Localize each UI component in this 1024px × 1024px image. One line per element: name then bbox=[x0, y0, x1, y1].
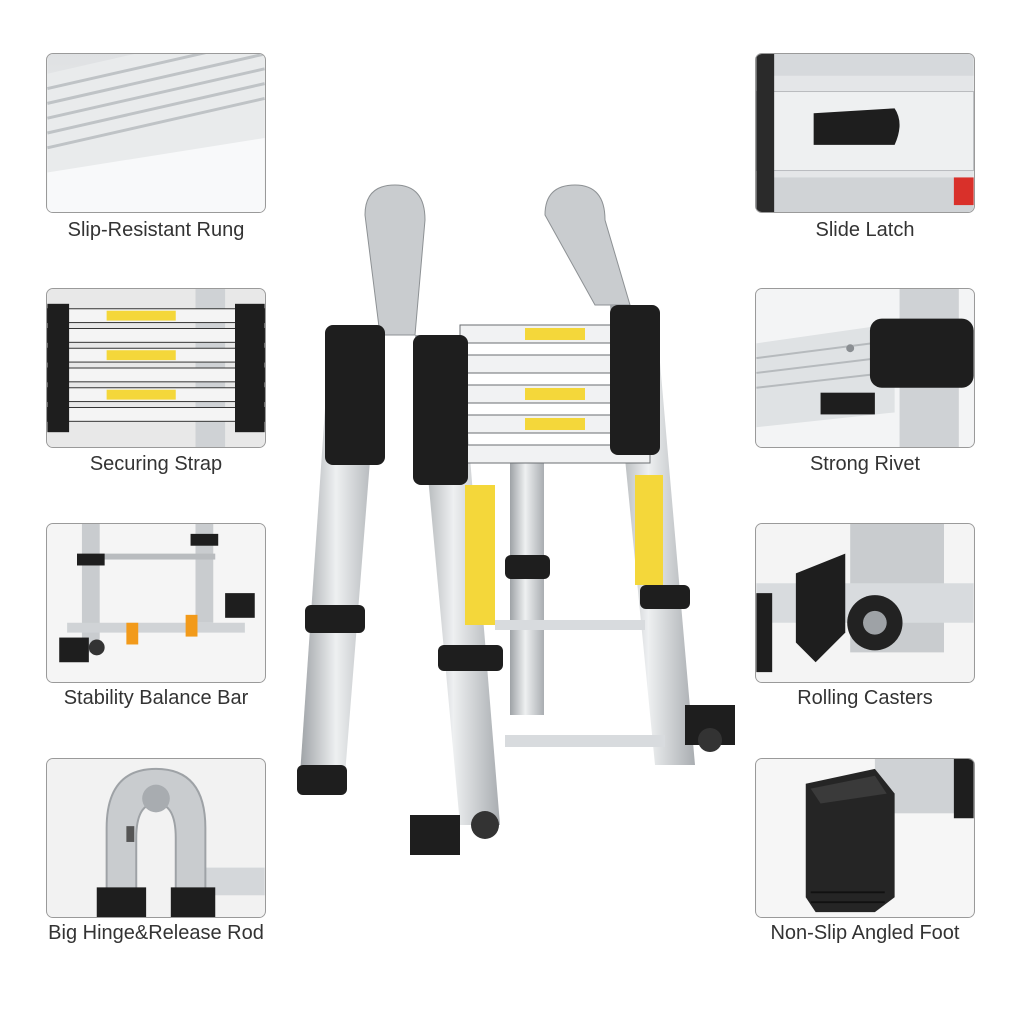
rolling-casters-panel bbox=[755, 523, 975, 683]
big-hinge-panel bbox=[46, 758, 266, 918]
strong-rivet-caption: Strong Rivet bbox=[809, 453, 921, 475]
strong-rivet-photo bbox=[756, 289, 974, 447]
securing-strap-caption: Securing Strap bbox=[89, 453, 223, 475]
big-hinge-release-rod-photo bbox=[47, 759, 265, 917]
big-hinge-caption: Big Hinge&Release Rod bbox=[48, 922, 264, 944]
slide-latch-photo bbox=[756, 54, 974, 212]
rolling-casters-caption: Rolling Casters bbox=[797, 687, 933, 709]
telescoping-a-frame-ladder-photo bbox=[297, 184, 735, 855]
stability-balance-bar-caption: Stability Balance Bar bbox=[63, 687, 249, 709]
slip-resistant-rung-caption: Slip-Resistant Rung bbox=[67, 219, 245, 241]
non-slip-angled-foot-photo bbox=[756, 759, 974, 917]
non-slip-foot-caption: Non-Slip Angled Foot bbox=[770, 922, 960, 944]
securing-strap-photo bbox=[47, 289, 265, 447]
slide-latch-caption: Slide Latch bbox=[815, 219, 915, 241]
slide-latch-panel bbox=[755, 53, 975, 213]
securing-strap-panel bbox=[46, 288, 266, 448]
rolling-casters-photo bbox=[756, 524, 974, 682]
stability-balance-bar-photo bbox=[47, 524, 265, 682]
slip-resistant-rung-photo bbox=[47, 54, 265, 212]
product-image bbox=[285, 175, 745, 895]
slip-resistant-rung-panel bbox=[46, 53, 266, 213]
stability-balance-bar-panel bbox=[46, 523, 266, 683]
non-slip-foot-panel bbox=[755, 758, 975, 918]
strong-rivet-panel bbox=[755, 288, 975, 448]
